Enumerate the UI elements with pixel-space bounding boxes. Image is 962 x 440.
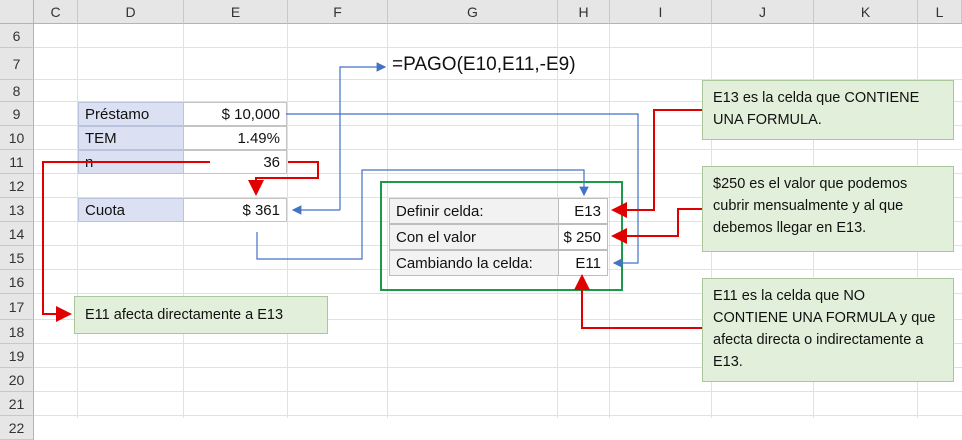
column-header-e[interactable]: E — [184, 0, 288, 24]
row-header-11[interactable]: 11 — [0, 150, 34, 174]
row-header-13[interactable]: 13 — [0, 198, 34, 222]
goal-seek-cambiando-label: Cambiando la celda: — [389, 250, 559, 276]
gridline — [34, 47, 962, 48]
cell-e13-cuota-value[interactable]: $ 361 — [183, 198, 287, 222]
gridline — [34, 391, 962, 392]
row-header-9[interactable]: 9 — [0, 102, 34, 126]
gridline — [34, 293, 962, 294]
arrow-e13-to-definir — [256, 169, 589, 260]
row-header-14[interactable]: 14 — [0, 222, 34, 246]
gridline — [34, 415, 962, 416]
gridline — [34, 79, 962, 80]
note-e13-formula: E13 es la celda que CONTIENE UNA FORMULA… — [702, 80, 954, 140]
row-header-21[interactable]: 21 — [0, 392, 34, 416]
column-header-i[interactable]: I — [610, 0, 712, 24]
gridline — [34, 101, 962, 102]
arrow-n-to-note — [42, 161, 210, 322]
row-header-12[interactable]: 12 — [0, 174, 34, 198]
column-header-c[interactable]: C — [34, 0, 78, 24]
gridline — [34, 367, 962, 368]
arrow-note-e13-to-definir — [611, 109, 702, 218]
row-header-18[interactable]: 18 — [0, 320, 34, 344]
formula-text: =PAGO(E10,E11,-E9) — [392, 54, 576, 75]
connector-arrows — [42, 62, 702, 329]
row-header-19[interactable]: 19 — [0, 344, 34, 368]
row-header-16[interactable]: 16 — [0, 270, 34, 294]
column-header-d[interactable]: D — [78, 0, 184, 24]
note-value-250: $250 es el valor que podemos cubrir mens… — [702, 166, 954, 252]
row-header-15[interactable]: 15 — [0, 246, 34, 270]
row-header-7[interactable]: 7 — [0, 48, 34, 80]
arrow-e9-to-e11 — [286, 113, 639, 268]
cell-e9-prestamo-value[interactable]: $ 10,000 — [183, 102, 287, 126]
cell-d9-prestamo-label[interactable]: Préstamo — [78, 102, 184, 126]
row-header-6[interactable]: 6 — [0, 24, 34, 48]
column-header-l[interactable]: L — [918, 0, 962, 24]
row-header-8[interactable]: 8 — [0, 80, 34, 102]
cell-e10-tem-value[interactable]: 1.49% — [183, 126, 287, 150]
gridline — [34, 343, 962, 344]
column-header-f[interactable]: F — [288, 0, 388, 24]
gridline — [34, 173, 962, 174]
gridline — [34, 125, 962, 126]
arrow-e13-to-formula — [339, 62, 387, 210]
goal-seek-valor-value[interactable]: $ 250 — [558, 224, 608, 250]
gridline — [34, 197, 962, 198]
arrow-n-to-cuota — [248, 161, 319, 196]
select-all-corner[interactable] — [0, 0, 34, 24]
row-header-10[interactable]: 10 — [0, 126, 34, 150]
cell-d13-cuota-label[interactable]: Cuota — [78, 198, 184, 222]
goal-seek-definir-value[interactable]: E13 — [558, 198, 608, 224]
arrow-note-250-to-valor — [611, 208, 702, 244]
note-e11-no-formula: E11 es la celda que NO CONTIENE UNA FORM… — [702, 278, 954, 382]
gridline — [34, 319, 962, 320]
row-header-22[interactable]: 22 — [0, 416, 34, 440]
row-header-17[interactable]: 17 — [0, 294, 34, 320]
note-e11-affects: E11 afecta directamente a E13 — [74, 296, 328, 334]
column-header-j[interactable]: J — [712, 0, 814, 24]
column-header-g[interactable]: G — [388, 0, 558, 24]
row-header-20[interactable]: 20 — [0, 368, 34, 392]
column-header-k[interactable]: K — [814, 0, 918, 24]
arrow-note-e11-to-cambiando — [574, 274, 702, 329]
column-header-h[interactable]: H — [558, 0, 610, 24]
gridline — [34, 149, 962, 150]
goal-seek-definir-label: Definir celda: — [389, 198, 559, 224]
